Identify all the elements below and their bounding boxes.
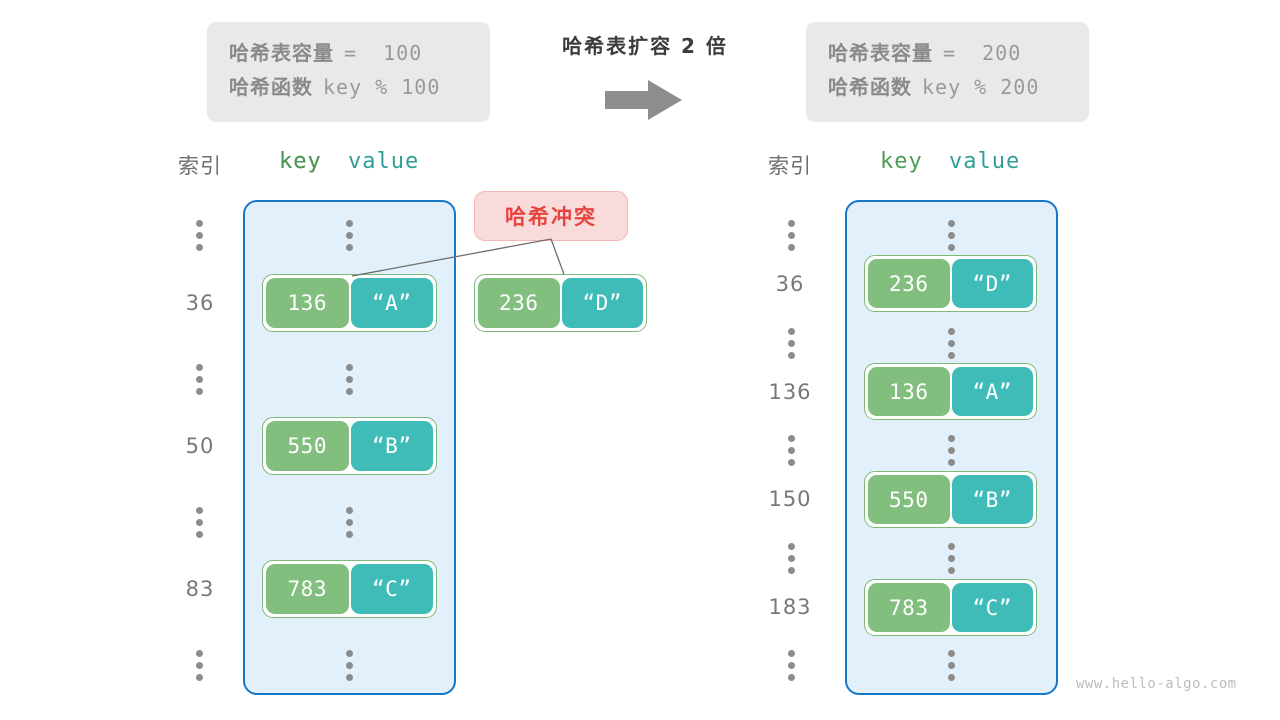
left-entry-83-key: 783 (266, 564, 349, 614)
left-key-header: key (279, 149, 322, 174)
left-index-dots-2 (196, 364, 203, 395)
right-capacity-line: 哈希表容量 = 200 (828, 36, 1067, 70)
right-index-label-150: 150 (768, 487, 812, 511)
right-hash-config-box: 哈希表容量 = 200 哈希函数 key % 200 (806, 22, 1089, 122)
right-entry-150-key: 550 (868, 475, 950, 524)
left-row-dots-0 (346, 220, 353, 251)
right-index-dots-0 (788, 220, 795, 251)
right-row-dots-6 (948, 543, 955, 574)
left-value-header-text: value (348, 149, 420, 174)
right-row-dots-2 (948, 328, 955, 359)
right-function-line: 哈希函数 key % 200 (828, 70, 1067, 104)
right-index-dots-8 (788, 650, 795, 681)
right-entry-136-key: 136 (868, 367, 950, 416)
left-entry-83[interactable]: 783 “C” (262, 560, 437, 618)
right-entry-36-value: “D” (951, 259, 1033, 308)
right-value-header-text: value (949, 149, 1021, 174)
left-row-dots-4 (346, 507, 353, 538)
left-function-label: 哈希函数 (229, 75, 313, 99)
left-entry-36[interactable]: 136 “A” (262, 274, 437, 332)
right-entry-136[interactable]: 136 “A” (864, 363, 1037, 420)
right-function-label: 哈希函数 (828, 75, 912, 99)
right-entry-136-value: “A” (951, 367, 1033, 416)
right-row-dots-8 (948, 650, 955, 681)
left-index-header: 索引 (178, 154, 222, 178)
right-index-label-183: 183 (768, 595, 812, 619)
right-index-dots-6 (788, 543, 795, 574)
left-index-label-83: 83 (185, 577, 215, 601)
right-entry-183-key: 783 (868, 583, 950, 632)
right-index-dots-4 (788, 435, 795, 466)
left-entry-36-value: “A” (350, 278, 433, 328)
right-function-expr: key % 200 (922, 75, 1040, 99)
right-arrow-icon (605, 80, 682, 120)
left-function-expr: key % 100 (323, 75, 441, 99)
right-entry-150[interactable]: 550 “B” (864, 471, 1037, 528)
left-entry-36-key: 136 (266, 278, 349, 328)
colliding-entry-236[interactable]: 236 “D” (474, 274, 647, 332)
left-index-dots-0 (196, 220, 203, 251)
left-capacity-label: 哈希表容量 (229, 41, 334, 65)
right-index-dots-2 (788, 328, 795, 359)
left-index-label-36: 36 (185, 291, 215, 315)
left-row-dots-2 (346, 364, 353, 395)
right-row-dots-0 (948, 220, 955, 251)
left-row-dots-6 (346, 650, 353, 681)
right-entry-36-key: 236 (868, 259, 950, 308)
left-capacity-line: 哈希表容量 = 100 (229, 36, 468, 70)
left-entry-50-value: “B” (350, 421, 433, 471)
right-capacity-expr: = 200 (943, 41, 1022, 65)
left-hash-config-box: 哈希表容量 = 100 哈希函数 key % 100 (207, 22, 490, 122)
right-entry-183-value: “C” (951, 583, 1033, 632)
right-entry-36[interactable]: 236 “D” (864, 255, 1037, 312)
hash-collision-badge: 哈希冲突 (474, 191, 628, 241)
left-function-line: 哈希函数 key % 100 (229, 70, 468, 104)
left-key-header-text: key (279, 149, 322, 174)
right-capacity-label: 哈希表容量 (828, 41, 933, 65)
right-index-label-136: 136 (768, 380, 812, 404)
colliding-entry-236-key: 236 (478, 278, 560, 328)
site-watermark: www.hello-algo.com (1076, 676, 1237, 692)
colliding-entry-236-value: “D” (561, 278, 643, 328)
left-index-dots-6 (196, 650, 203, 681)
left-capacity-expr: = 100 (344, 41, 423, 65)
left-entry-83-value: “C” (350, 564, 433, 614)
left-index-dots-4 (196, 507, 203, 538)
right-index-header: 索引 (768, 154, 812, 178)
left-index-label-50: 50 (185, 434, 215, 458)
right-index-label-36: 36 (775, 272, 805, 296)
right-key-header-text: key (880, 149, 923, 174)
left-entry-50[interactable]: 550 “B” (262, 417, 437, 475)
right-row-dots-4 (948, 435, 955, 466)
transition-title: 哈希表扩容 2 倍 (562, 34, 728, 58)
right-entry-183[interactable]: 783 “C” (864, 579, 1037, 636)
left-entry-50-key: 550 (266, 421, 349, 471)
right-entry-150-value: “B” (951, 475, 1033, 524)
